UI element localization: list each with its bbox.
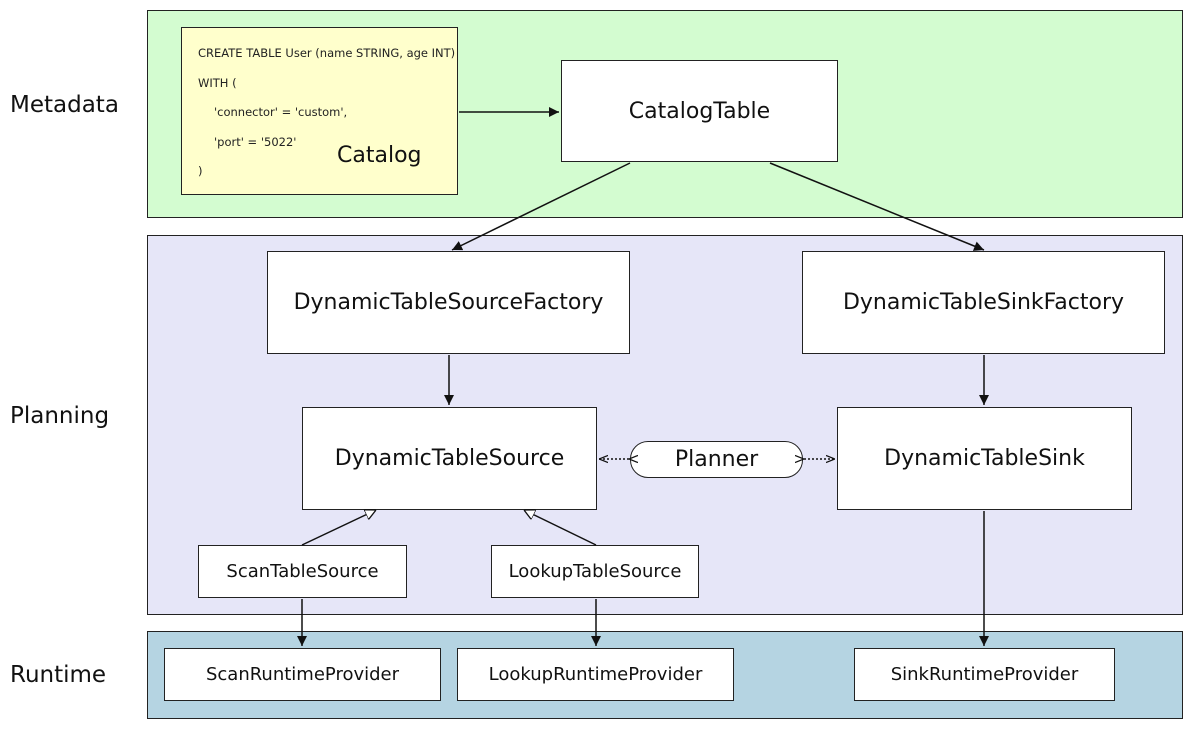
source-factory-node: DynamicTableSourceFactory	[267, 251, 630, 354]
runtime-label: Runtime	[10, 662, 107, 688]
edge-scan-source-implements-source	[301, 510, 376, 546]
planning-label: Planning	[10, 403, 110, 429]
sql-line: )	[198, 164, 203, 178]
catalog-note: CREATE TABLE User (name STRING, age INT)…	[181, 27, 458, 195]
catalog-table-node: CatalogTable	[561, 60, 838, 162]
edge-lookup-source-implements-source	[524, 510, 597, 546]
sql-line: 'port' = '5022'	[214, 135, 297, 149]
scan-runtime-provider-node: ScanRuntimeProvider	[164, 648, 441, 701]
lookup-runtime-provider-node: LookupRuntimeProvider	[457, 648, 734, 701]
sql-line: CREATE TABLE User (name STRING, age INT)	[198, 46, 456, 60]
dynamic-table-source-node: DynamicTableSource	[302, 407, 597, 510]
sql-line: 'connector' = 'custom',	[214, 105, 348, 119]
sink-factory-node: DynamicTableSinkFactory	[802, 251, 1165, 354]
sink-runtime-provider-node: SinkRuntimeProvider	[854, 648, 1115, 701]
catalog-label: Catalog	[337, 143, 422, 168]
planner-node: Planner	[630, 441, 803, 478]
edge-catalogtable-to-source-factory	[451, 162, 631, 251]
dynamic-table-sink-node: DynamicTableSink	[837, 407, 1132, 510]
sql-line: WITH (	[198, 76, 237, 90]
metadata-label: Metadata	[10, 92, 119, 118]
lookup-table-source-node: LookupTableSource	[491, 545, 699, 598]
edge-catalogtable-to-sink-factory	[769, 162, 985, 251]
